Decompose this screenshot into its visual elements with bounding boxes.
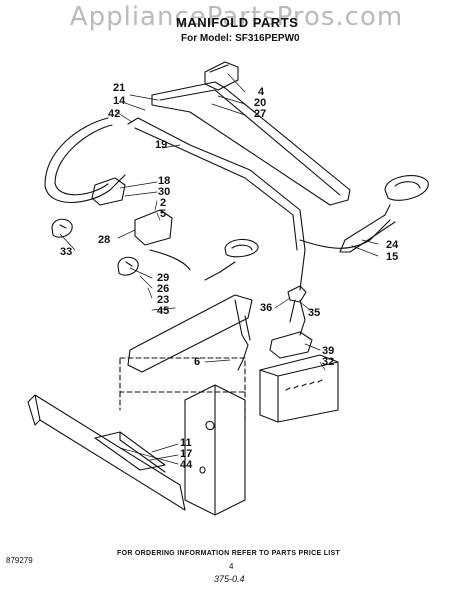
center-burner-tube — [204, 261, 236, 281]
callout-32: 32 — [322, 356, 335, 368]
callout-42: 42 — [108, 108, 121, 120]
callout-28: 28 — [98, 234, 111, 246]
base-plate — [27, 394, 186, 511]
callout-24: 24 — [386, 239, 399, 251]
knob-33 — [51, 218, 73, 238]
mounting-bracket-tab — [234, 299, 251, 371]
callout-45: 45 — [157, 305, 170, 317]
callout-21: 21 — [113, 82, 126, 94]
valve-28 — [134, 209, 173, 246]
spark-module — [259, 354, 339, 423]
callout-30: 30 — [158, 186, 171, 198]
center-burner — [224, 238, 259, 258]
callout-14: 14 — [113, 95, 126, 107]
valve-30 — [91, 177, 126, 206]
callout-20: 20 — [254, 97, 267, 109]
small-bracket — [94, 431, 166, 473]
front-panel-outline — [119, 357, 246, 421]
handwritten-note: 375-0.4 — [214, 574, 245, 584]
callout-35: 35 — [308, 307, 321, 319]
burner-hose — [299, 219, 391, 249]
control-box — [184, 384, 246, 516]
watermark: AppliancePartsPros.com — [69, 2, 404, 32]
callout-33: 33 — [60, 246, 73, 258]
callout-19: 19 — [155, 139, 168, 151]
callout-44: 44 — [180, 459, 193, 471]
gas-tube-inner — [54, 124, 113, 196]
igniter — [287, 285, 307, 303]
callout-15: 15 — [386, 251, 399, 263]
callout-23: 23 — [157, 294, 170, 306]
manifold-pipe — [127, 117, 306, 291]
spark-module-terminals — [285, 379, 323, 391]
callout-2: 2 — [160, 197, 167, 209]
right-burner-tube — [339, 204, 396, 253]
callout-4: 4 — [258, 86, 265, 98]
manifold-bracket — [151, 81, 351, 206]
callout-17: 17 — [180, 448, 193, 460]
thermocouple — [149, 249, 191, 271]
callout-29: 29 — [157, 272, 170, 284]
callout-26: 26 — [157, 283, 170, 295]
ignition-switch — [269, 331, 313, 359]
right-burner — [384, 175, 429, 201]
control-box-holes — [199, 420, 215, 474]
top-valve — [204, 61, 239, 91]
callout-5: 5 — [160, 208, 167, 220]
callout-11: 11 — [180, 437, 192, 449]
manifold-pipe-lower — [134, 127, 298, 251]
manifold-bracket-edge — [159, 89, 341, 196]
model-label: For Model: — [181, 33, 233, 44]
diagram-title: MANIFOLD PARTS — [176, 15, 299, 30]
leader-lines — [59, 73, 379, 465]
callout-39: 39 — [322, 345, 335, 357]
callout-36: 36 — [260, 302, 273, 314]
ordering-info: FOR ORDERING INFORMATION REFER TO PARTS … — [117, 550, 341, 557]
callout-18: 18 — [158, 175, 171, 187]
model-line: For Model:SF316PEPW0 — [181, 33, 300, 44]
drawing-code: 879279 — [6, 556, 33, 565]
model-number: SF316PEPW0 — [235, 33, 300, 44]
knob-29 — [117, 256, 139, 276]
callout-27: 27 — [254, 108, 267, 120]
callout-6: 6 — [194, 356, 201, 368]
gas-tube — [44, 117, 126, 204]
mounting-bracket — [127, 294, 253, 373]
igniter-wires — [289, 299, 306, 336]
page-number: 4 — [229, 562, 234, 571]
